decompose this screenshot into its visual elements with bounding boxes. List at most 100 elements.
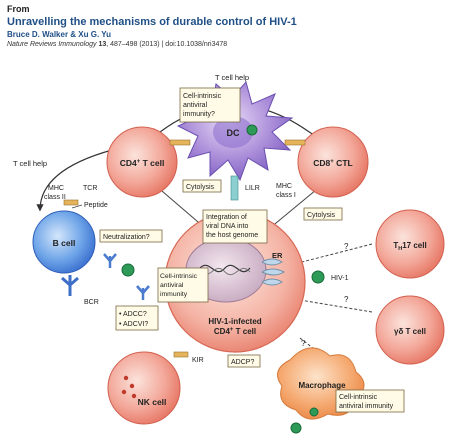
nk-cell [107, 351, 181, 425]
volume: 13 [98, 41, 107, 48]
ci-question-text-3: immunity? [183, 111, 215, 118]
article-header: From Unravelling the mechanisms of durab… [7, 4, 462, 50]
mhc-class-ii-label-1: MHC [48, 185, 64, 192]
hiv-virion-dc [246, 124, 258, 136]
cd8-sup: + [330, 159, 334, 165]
adcvi-label: • ADCVI? [119, 321, 148, 328]
adcc-label: • ADCC? [119, 311, 147, 318]
gd-dashed-line [299, 299, 373, 313]
adcp-label: ADCP? [231, 359, 254, 366]
separator: | [161, 41, 164, 48]
ci-macro-text-1: Cell-intrinsic [339, 394, 378, 401]
cytolysis-right-label: Cytolysis [307, 212, 336, 219]
cytolysis-left-label: Cytolysis [186, 184, 215, 191]
th17-sub: H [398, 246, 402, 252]
th17-cell [375, 209, 445, 279]
integration-text-3: the host genome [206, 232, 258, 239]
hiv-virion-macrophage [290, 422, 302, 434]
mhc-class-ii-label-2: class II [44, 194, 66, 201]
cytolysis-right-line [269, 184, 323, 229]
dc-label: DC [227, 128, 240, 138]
th17-label: TH17 cell [393, 241, 426, 252]
nk-granule-1 [123, 375, 129, 381]
neutralization-label: Neutralization? [103, 234, 150, 241]
antibody-2 [136, 285, 150, 300]
tcr-label: TCR [83, 185, 97, 192]
b-cell-label: B cell [53, 238, 76, 248]
adcp-box [227, 354, 261, 368]
hiv-virion-neutralized [121, 263, 135, 277]
figure-diagram: DC Cell-intrinsic antiviral immunity? T … [13, 73, 445, 434]
cd8-ctl-label: CD8+ CTL [313, 158, 352, 168]
ci-infected-text-3: immunity [160, 291, 188, 298]
peptide-pointer [71, 204, 83, 209]
bcr-label: BCR [84, 299, 99, 306]
ci-infected-text-1: Cell-intrinsic [160, 273, 198, 280]
gd-t-cell [375, 295, 445, 365]
b-cell [32, 210, 96, 274]
infected-cd4: CD4 [214, 327, 231, 336]
macrophage-dashed-line [299, 337, 319, 353]
authors-link[interactable]: Bruce D. Walker & Xu G. Yu [7, 30, 112, 39]
t-cell-help-top-label: T cell help [215, 73, 249, 82]
th17-question: ? [344, 242, 349, 251]
cd4-t-cell-label: CD4+ T cell [120, 158, 165, 168]
cytolysis-left-box [182, 179, 222, 193]
t-cell-help-left-arrow [36, 149, 113, 212]
infected-cd4-suffix: T cell [233, 327, 256, 336]
pages: , 487–498 (2013) [106, 41, 160, 48]
bcr-antibody [61, 275, 79, 296]
antibody-1 [103, 253, 117, 268]
tcr-receptor [63, 199, 79, 206]
infected-cell-label-1: HIV-1-infected [208, 317, 261, 326]
neutralization-box [99, 229, 163, 243]
cd4-dc-receptor [169, 139, 191, 146]
gd-question: ? [344, 295, 349, 304]
journal-name: Nature Reviews Immunology [7, 41, 97, 48]
viral-dna [199, 264, 251, 273]
cd8-ctl-cell [297, 126, 369, 198]
adcc-box [115, 305, 159, 331]
kir-receptor [173, 351, 189, 358]
er-organelle [261, 258, 286, 286]
cd8-dc-receptor [284, 139, 306, 146]
gd-t-cell-label: γδ T cell [394, 327, 426, 336]
cd8-suffix: CTL [334, 158, 353, 168]
t-cell-help-left-label: T cell help [13, 159, 47, 168]
peptide-label: Peptide [84, 202, 108, 209]
doi: doi:10.1038/nri3478 [165, 41, 228, 48]
cytolysis-left-line [154, 184, 206, 229]
cytolysis-right-box [303, 207, 343, 221]
integration-text-2: viral DNA into [206, 223, 249, 230]
lilr-receptor [230, 175, 239, 201]
th17-dashed-line [301, 243, 373, 263]
infected-cell-label-2: CD4+ T cell [214, 327, 256, 336]
from-label: From [7, 4, 30, 14]
nk-cell-label: NK cell [138, 397, 167, 407]
ci-question-text-1: Cell-intrinsic [183, 93, 222, 100]
ci-question-text-2: antiviral [183, 102, 208, 109]
macrophage-question: ? [301, 339, 306, 348]
hiv1-label: HIV-1 [331, 275, 349, 282]
cd4-t-cell [106, 126, 178, 198]
er-label: ER [272, 251, 283, 260]
lilr-label: LILR [245, 185, 260, 192]
article-title-link[interactable]: Unravelling the mechanisms of durable co… [7, 16, 297, 28]
cd8-text: CD8 [313, 158, 330, 168]
th17-suffix: 17 cell [402, 241, 426, 250]
integration-text-1: Integration of [206, 214, 247, 221]
integration-box [202, 209, 268, 244]
cd4-suffix: T cell [140, 158, 164, 168]
mhc-class-i-label-2: class I [276, 192, 296, 199]
hiv-virion-macrophage-2 [309, 407, 319, 417]
macrophage-label: Macrophage [298, 381, 346, 390]
ci-infected-box [157, 267, 209, 303]
ci-macro-text-2: antiviral immunity [339, 403, 394, 410]
ci-macro-box [335, 389, 405, 413]
nk-granule-2 [129, 383, 135, 389]
kir-label: KIR [192, 357, 204, 364]
mhc-class-i-label-1: MHC [276, 183, 292, 190]
ci-infected-text-2: antiviral [160, 282, 184, 289]
cd4-text: CD4 [120, 158, 137, 168]
hiv-virion-budding [311, 270, 325, 284]
